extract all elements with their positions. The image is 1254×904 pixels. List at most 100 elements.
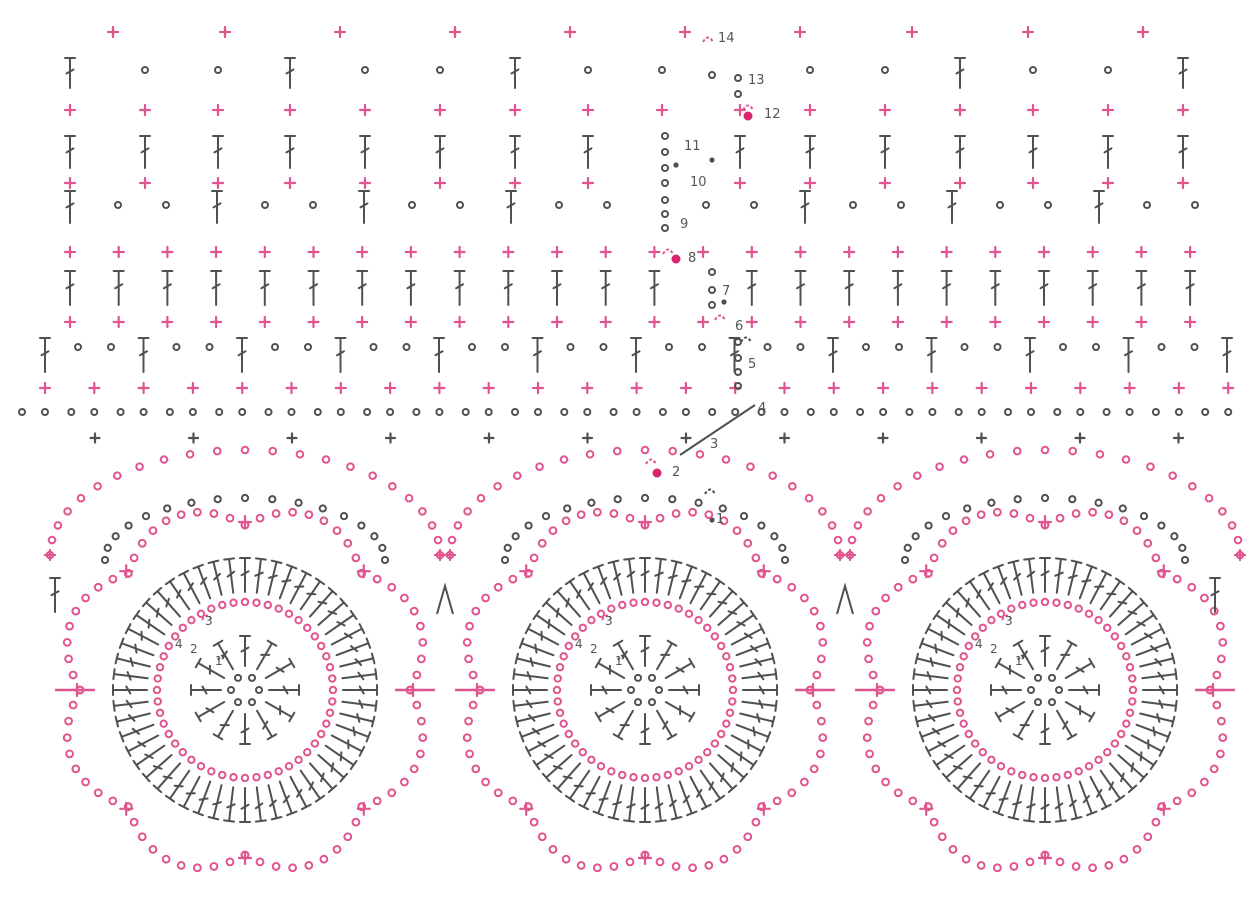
chain-stitch-mark xyxy=(723,456,730,463)
chain-stitch-mark xyxy=(91,409,97,415)
dc-stitch-mark xyxy=(1142,700,1176,711)
chain-stitch-mark xyxy=(1008,768,1014,774)
chain-stitch-mark xyxy=(469,344,475,350)
chain-stitch-mark xyxy=(653,600,659,606)
sc-stitch-mark xyxy=(285,178,295,188)
chain-stitch-mark xyxy=(257,515,264,522)
chain-stitch-mark xyxy=(556,202,562,208)
chain-stitch-mark xyxy=(683,409,689,415)
chain-stitch-mark xyxy=(166,643,172,649)
chain-stitch-mark xyxy=(295,617,301,623)
chain-stitch-mark xyxy=(689,509,696,516)
chain-stitch-mark xyxy=(1158,522,1164,528)
dc-stitch-mark xyxy=(640,558,650,592)
chain-stitch-mark xyxy=(1095,757,1101,763)
sc-stitch-mark xyxy=(485,434,494,443)
dc-stitch-mark xyxy=(591,685,621,695)
chain-stitch-mark xyxy=(295,757,301,763)
chain-stitch-mark xyxy=(409,202,415,208)
chain-stitch-mark xyxy=(464,508,471,515)
chain-stitch-mark xyxy=(455,522,462,529)
chain-stitch-mark xyxy=(1112,633,1118,639)
dc-stitch-mark xyxy=(280,565,297,599)
sc-stitch-mark xyxy=(65,105,75,115)
sc-stitch-mark xyxy=(211,247,221,257)
chain-stitch-mark xyxy=(695,617,701,623)
chain-stitch-mark xyxy=(437,67,443,73)
dc-stitch-mark xyxy=(1040,788,1050,822)
sc-stitch-mark xyxy=(1028,178,1038,188)
dc-stitch-mark xyxy=(913,685,947,695)
slip-stitch-mark xyxy=(653,469,662,478)
chain-stitch-mark xyxy=(572,740,578,746)
chain-stitch-mark xyxy=(1014,448,1021,455)
dc-stitch-mark xyxy=(740,714,774,727)
sc-stitch-mark xyxy=(990,247,1000,257)
chain-stitch-mark xyxy=(208,768,214,774)
chain-stitch-mark xyxy=(980,749,986,755)
chain-stitch-mark xyxy=(1144,833,1151,840)
sc-stitch-mark xyxy=(977,434,986,443)
sc-stitch-mark xyxy=(484,383,494,393)
chain-stitch-mark xyxy=(587,451,594,458)
chain-stitch-mark xyxy=(216,409,222,415)
chain-stitch-mark xyxy=(1218,718,1225,725)
dc-stitch-mark xyxy=(1024,558,1034,592)
chain-stitch-mark xyxy=(178,511,185,518)
chain-stitch-mark xyxy=(1235,537,1242,544)
chain-stitch-mark xyxy=(382,557,388,563)
chain-stitch-mark xyxy=(1073,863,1080,870)
chain-stitch-mark xyxy=(1045,202,1051,208)
chain-stitch-mark xyxy=(1028,687,1034,693)
chain-stitch-mark xyxy=(598,611,604,617)
chain-stitch-mark xyxy=(329,675,335,681)
chain-stitch-mark xyxy=(588,757,594,763)
chain-stitch-mark xyxy=(649,675,655,681)
chain-stitch-mark xyxy=(939,540,946,547)
dc-stitch-mark xyxy=(1080,565,1097,599)
chain-stitch-mark xyxy=(457,202,463,208)
dc-stitch-mark xyxy=(596,702,625,721)
chain-stitch-mark xyxy=(1123,456,1130,463)
sc-stitch-mark xyxy=(1039,247,1049,257)
chain-stitch-mark xyxy=(320,505,326,511)
dc-stitch-mark xyxy=(224,787,235,821)
chain-stitch-mark xyxy=(1053,774,1059,780)
chain-stitch-mark xyxy=(1120,517,1127,524)
chain-stitch-mark xyxy=(108,344,114,350)
chain-stitch-mark xyxy=(329,698,335,704)
dc-stitch-mark xyxy=(1040,636,1050,666)
chain-stitch-mark xyxy=(585,67,591,73)
chain-stitch-mark xyxy=(265,772,271,778)
chain-stitch-mark xyxy=(389,483,396,490)
marker-arc xyxy=(741,338,751,343)
row-number-label: 10 xyxy=(690,175,707,190)
chain-stitch-mark xyxy=(272,344,278,350)
chain-stitch-mark xyxy=(1127,664,1133,670)
chain-stitch-mark xyxy=(896,344,902,350)
chain-stitch-mark xyxy=(635,675,641,681)
sc-stitch-mark xyxy=(583,105,593,115)
chain-stitch-mark xyxy=(160,720,166,726)
chain-stitch-mark xyxy=(734,846,741,853)
chain-stitch-mark xyxy=(1097,451,1104,458)
chain-stitch-mark xyxy=(142,67,148,73)
sc-stitch-mark xyxy=(1076,434,1085,443)
dc-stitch-mark xyxy=(434,338,444,372)
chain-stitch-mark xyxy=(660,409,666,415)
chain-stitch-mark xyxy=(978,862,985,869)
dc-stitch-mark xyxy=(510,136,520,168)
sc-stitch-mark xyxy=(942,247,952,257)
chain-stitch-mark xyxy=(723,720,729,726)
dc-stitch-mark xyxy=(520,639,554,656)
chain-stitch-mark xyxy=(1120,505,1126,511)
chain-stitch-mark xyxy=(230,774,236,780)
chain-stitch-mark xyxy=(327,710,333,716)
chain-stitch-mark xyxy=(734,527,741,534)
sc-stitch-mark xyxy=(829,383,839,393)
chain-stitch-mark xyxy=(870,672,877,679)
chain-stitch-mark xyxy=(531,819,538,826)
chain-stitch-mark xyxy=(1010,510,1017,517)
dc-stitch-mark xyxy=(655,558,666,592)
